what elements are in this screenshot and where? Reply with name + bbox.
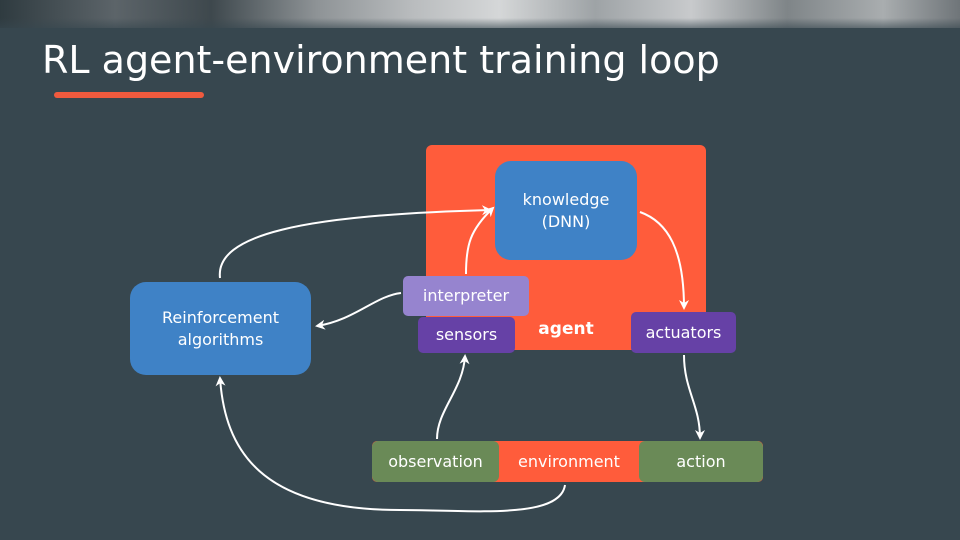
arrow-knowledge-to-actuators bbox=[639, 211, 689, 310]
environment-node: environment bbox=[518, 451, 620, 471]
arrow-interpreter-to-knowledge bbox=[465, 206, 495, 275]
arrow-environment-to-reinforcement bbox=[215, 376, 566, 513]
reinforcement-label-line1: Reinforcement bbox=[162, 307, 279, 327]
agent-label: agent bbox=[538, 318, 594, 339]
reinforcement-algorithms-node: Reinforcement algorithms bbox=[130, 282, 311, 375]
observation-node: observation bbox=[372, 441, 499, 482]
arrow-interpreter-to-reinforcement bbox=[315, 292, 402, 330]
knowledge-label: knowledge bbox=[522, 189, 610, 209]
slide-title: RL agent-environment training loop bbox=[42, 38, 720, 82]
sensors-node: sensors bbox=[418, 317, 515, 353]
knowledge-sublabel: (DNN) bbox=[541, 211, 591, 231]
arrow-observation-to-sensors bbox=[436, 354, 470, 440]
reinforcement-label-line2: algorithms bbox=[177, 329, 264, 349]
knowledge-node: knowledge (DNN) bbox=[495, 161, 637, 260]
arrow-reinforcement-to-knowledge bbox=[218, 205, 492, 279]
actuators-node: actuators bbox=[631, 312, 736, 353]
title-underline bbox=[54, 92, 204, 98]
header-image-band bbox=[0, 0, 960, 28]
action-node: action bbox=[639, 441, 763, 482]
arrow-actuators-to-action bbox=[683, 354, 705, 440]
interpreter-node: interpreter bbox=[403, 276, 529, 316]
